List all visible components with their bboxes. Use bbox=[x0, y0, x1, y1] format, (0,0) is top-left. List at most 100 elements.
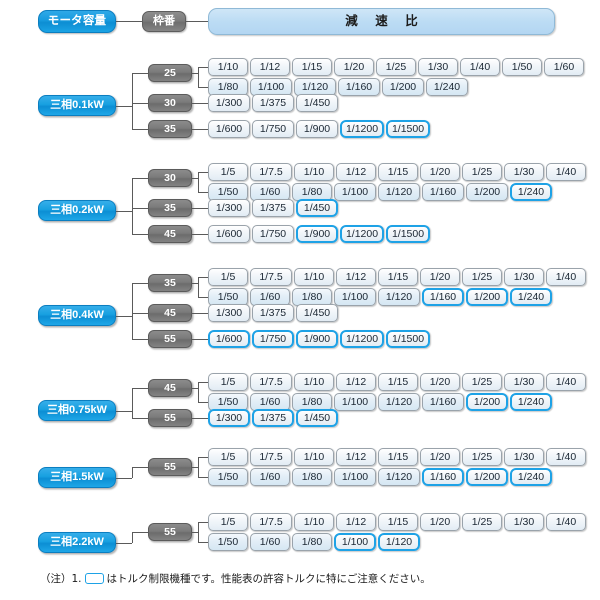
ratio-chip[interactable]: 1/375 bbox=[252, 199, 294, 217]
ratio-chip[interactable]: 1/30 bbox=[418, 58, 458, 76]
ratio-chip[interactable]: 1/10 bbox=[294, 513, 334, 531]
ratio-chip[interactable]: 1/100 bbox=[334, 393, 376, 411]
ratio-chip[interactable]: 1/375 bbox=[252, 409, 294, 427]
capacity-node-4[interactable]: 三相1.5kW bbox=[38, 467, 116, 488]
ratio-chip[interactable]: 1/100 bbox=[334, 468, 376, 486]
ratio-chip[interactable]: 1/240 bbox=[510, 183, 552, 201]
ratio-chip[interactable]: 1/15 bbox=[378, 448, 418, 466]
ratio-chip[interactable]: 1/100 bbox=[334, 533, 376, 551]
ratio-chip[interactable]: 1/12 bbox=[250, 58, 290, 76]
capacity-node-3[interactable]: 三相0.75kW bbox=[38, 400, 116, 421]
ratio-chip[interactable]: 1/15 bbox=[292, 58, 332, 76]
ratio-chip[interactable]: 1/12 bbox=[336, 373, 376, 391]
ratio-chip[interactable]: 1/20 bbox=[334, 58, 374, 76]
ratio-chip[interactable]: 1/7.5 bbox=[250, 268, 292, 286]
ratio-chip[interactable]: 1/5 bbox=[208, 163, 248, 181]
ratio-chip[interactable]: 1/300 bbox=[208, 409, 250, 427]
ratio-chip[interactable]: 1/40 bbox=[546, 163, 586, 181]
ratio-chip[interactable]: 1/25 bbox=[376, 58, 416, 76]
ratio-chip[interactable]: 1/20 bbox=[420, 373, 460, 391]
ratio-chip[interactable]: 1/12 bbox=[336, 268, 376, 286]
ratio-chip[interactable]: 1/80 bbox=[208, 78, 248, 96]
frame-node-3-1[interactable]: 55 bbox=[148, 409, 192, 427]
ratio-chip[interactable]: 1/120 bbox=[378, 393, 420, 411]
ratio-chip[interactable]: 1/200 bbox=[466, 468, 508, 486]
ratio-chip[interactable]: 1/160 bbox=[422, 288, 464, 306]
ratio-chip[interactable]: 1/20 bbox=[420, 513, 460, 531]
ratio-chip[interactable]: 1/200 bbox=[466, 393, 508, 411]
ratio-chip[interactable]: 1/10 bbox=[294, 163, 334, 181]
frame-node-1-2[interactable]: 45 bbox=[148, 225, 192, 243]
ratio-chip[interactable]: 1/12 bbox=[336, 163, 376, 181]
ratio-chip[interactable]: 1/750 bbox=[252, 225, 294, 243]
ratio-chip[interactable]: 1/160 bbox=[338, 78, 380, 96]
ratio-chip[interactable]: 1/20 bbox=[420, 163, 460, 181]
ratio-chip[interactable]: 1/200 bbox=[466, 183, 508, 201]
ratio-chip[interactable]: 1/1200 bbox=[340, 330, 384, 348]
ratio-chip[interactable]: 1/50 bbox=[208, 468, 248, 486]
ratio-chip[interactable]: 1/240 bbox=[510, 288, 552, 306]
ratio-chip[interactable]: 1/1500 bbox=[386, 330, 430, 348]
ratio-chip[interactable]: 1/120 bbox=[378, 533, 420, 551]
ratio-chip[interactable]: 1/1200 bbox=[340, 120, 384, 138]
ratio-chip[interactable]: 1/600 bbox=[208, 330, 250, 348]
ratio-chip[interactable]: 1/100 bbox=[334, 288, 376, 306]
ratio-chip[interactable]: 1/80 bbox=[292, 533, 332, 551]
ratio-chip[interactable]: 1/10 bbox=[294, 373, 334, 391]
ratio-chip[interactable]: 1/200 bbox=[466, 288, 508, 306]
ratio-chip[interactable]: 1/5 bbox=[208, 268, 248, 286]
ratio-chip[interactable]: 1/120 bbox=[378, 288, 420, 306]
ratio-chip[interactable]: 1/30 bbox=[504, 163, 544, 181]
ratio-chip[interactable]: 1/7.5 bbox=[250, 513, 292, 531]
capacity-node-1[interactable]: 三相0.2kW bbox=[38, 200, 116, 221]
ratio-chip[interactable]: 1/100 bbox=[334, 183, 376, 201]
ratio-chip[interactable]: 1/1500 bbox=[386, 225, 430, 243]
ratio-chip[interactable]: 1/30 bbox=[504, 268, 544, 286]
ratio-chip[interactable]: 1/750 bbox=[252, 120, 294, 138]
ratio-chip[interactable]: 1/1500 bbox=[386, 120, 430, 138]
ratio-chip[interactable]: 1/40 bbox=[546, 513, 586, 531]
ratio-chip[interactable]: 1/10 bbox=[294, 448, 334, 466]
frame-node-1-1[interactable]: 35 bbox=[148, 199, 192, 217]
ratio-chip[interactable]: 1/15 bbox=[378, 163, 418, 181]
ratio-chip[interactable]: 1/160 bbox=[422, 468, 464, 486]
ratio-chip[interactable]: 1/25 bbox=[462, 448, 502, 466]
ratio-chip[interactable]: 1/7.5 bbox=[250, 163, 292, 181]
ratio-chip[interactable]: 1/240 bbox=[426, 78, 468, 96]
ratio-chip[interactable]: 1/7.5 bbox=[250, 448, 292, 466]
capacity-node-0[interactable]: 三相0.1kW bbox=[38, 95, 116, 116]
ratio-chip[interactable]: 1/160 bbox=[422, 393, 464, 411]
ratio-chip[interactable]: 1/30 bbox=[504, 513, 544, 531]
ratio-chip[interactable]: 1/450 bbox=[296, 94, 338, 112]
frame-node-2-2[interactable]: 55 bbox=[148, 330, 192, 348]
frame-node-0-0[interactable]: 25 bbox=[148, 64, 192, 82]
ratio-chip[interactable]: 1/300 bbox=[208, 304, 250, 322]
ratio-chip[interactable]: 1/25 bbox=[462, 373, 502, 391]
ratio-chip[interactable]: 1/60 bbox=[250, 533, 290, 551]
ratio-chip[interactable]: 1/15 bbox=[378, 513, 418, 531]
ratio-chip[interactable]: 1/120 bbox=[378, 183, 420, 201]
ratio-chip[interactable]: 1/10 bbox=[208, 58, 248, 76]
ratio-chip[interactable]: 1/80 bbox=[292, 468, 332, 486]
ratio-chip[interactable]: 1/450 bbox=[296, 199, 338, 217]
ratio-chip[interactable]: 1/20 bbox=[420, 268, 460, 286]
ratio-chip[interactable]: 1/50 bbox=[502, 58, 542, 76]
frame-node-2-0[interactable]: 35 bbox=[148, 274, 192, 292]
ratio-chip[interactable]: 1/750 bbox=[252, 330, 294, 348]
ratio-chip[interactable]: 1/25 bbox=[462, 513, 502, 531]
frame-node-3-0[interactable]: 45 bbox=[148, 379, 192, 397]
ratio-chip[interactable]: 1/12 bbox=[336, 448, 376, 466]
ratio-chip[interactable]: 1/40 bbox=[546, 268, 586, 286]
ratio-chip[interactable]: 1/120 bbox=[378, 468, 420, 486]
capacity-node-2[interactable]: 三相0.4kW bbox=[38, 305, 116, 326]
frame-node-5-0[interactable]: 55 bbox=[148, 523, 192, 541]
ratio-chip[interactable]: 1/15 bbox=[378, 373, 418, 391]
ratio-chip[interactable]: 1/5 bbox=[208, 448, 248, 466]
ratio-chip[interactable]: 1/5 bbox=[208, 513, 248, 531]
ratio-chip[interactable]: 1/50 bbox=[208, 533, 248, 551]
ratio-chip[interactable]: 1/900 bbox=[296, 330, 338, 348]
ratio-chip[interactable]: 1/30 bbox=[504, 448, 544, 466]
frame-node-0-1[interactable]: 30 bbox=[148, 94, 192, 112]
ratio-chip[interactable]: 1/450 bbox=[296, 304, 338, 322]
ratio-chip[interactable]: 1/900 bbox=[296, 120, 338, 138]
